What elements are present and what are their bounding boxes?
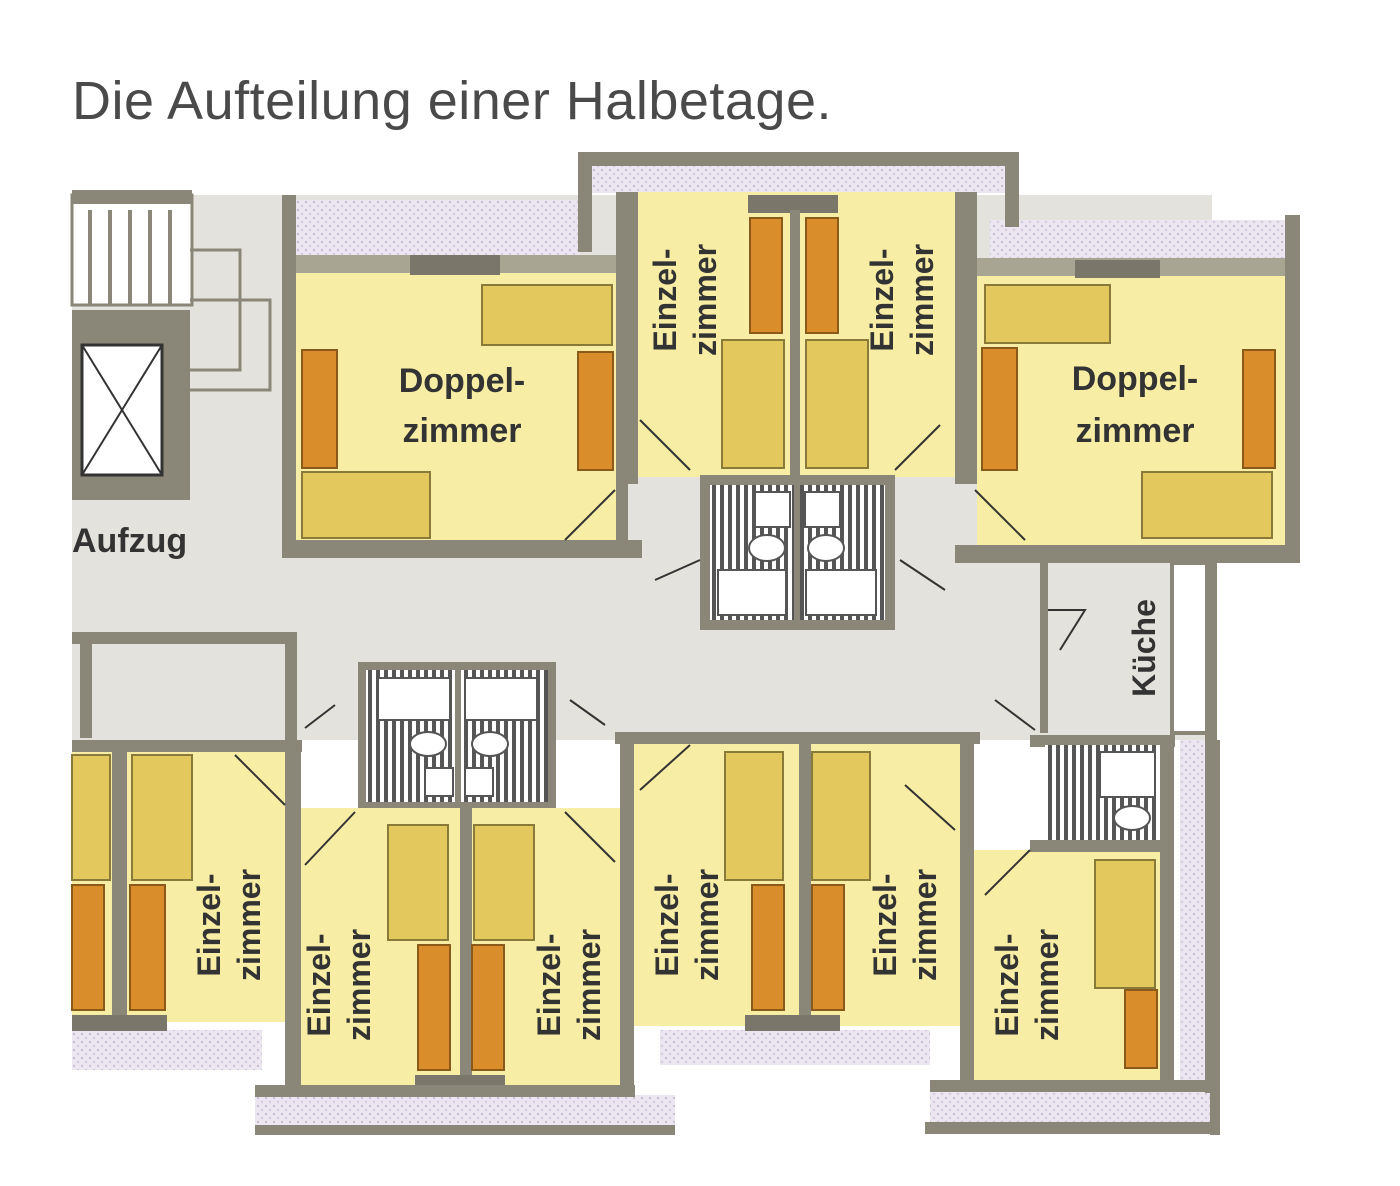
label-einzelzimmer-bottom-1: Einzel- zimmer (191, 869, 267, 981)
label-doppelzimmer-right: Doppel- zimmer (1072, 360, 1199, 450)
label-einzelzimmer-bottom-2: Einzel- zimmer (301, 929, 377, 1041)
label-einzelzimmer-bottom-5: Einzel- zimmer (867, 869, 943, 981)
label-einzelzimmer-top-1-line1: Einzel- (647, 248, 683, 351)
label-einzelzimmer-bottom-5-line2: zimmer (907, 869, 943, 981)
room-doppelzimmer-right (955, 215, 1300, 563)
label-einzelzimmer-bottom-3-line2: zimmer (571, 929, 607, 1041)
room-einzelzimmer-bottom-3 (615, 732, 980, 1090)
label-einzelzimmer-bottom-4-line2: zimmer (689, 869, 725, 981)
bathroom-top (654, 475, 946, 630)
label-einzelzimmer-bottom-1-line1: Einzel- (191, 873, 227, 976)
window-strip-bottom-mid (660, 1030, 930, 1065)
label-einzelzimmer-bottom-3: Einzel- zimmer (531, 929, 607, 1041)
room-einzelzimmer-bottom-4 (925, 699, 1220, 1135)
label-einzelzimmer-bottom-1-line2: zimmer (231, 869, 267, 981)
stairwell (70, 190, 272, 392)
room-einzelzimmer-bottom-1 (71, 740, 302, 1095)
window-strip-bottom-left (72, 1030, 262, 1070)
label-kueche-text: Küche (1126, 599, 1162, 697)
elevator (72, 310, 190, 500)
label-doppelzimmer-right-line2: zimmer (1075, 412, 1194, 450)
label-einzelzimmer-top-1: Einzel- zimmer (647, 244, 723, 356)
storage-left (72, 632, 297, 742)
room-einzelzimmer-top-center (578, 152, 1019, 484)
label-einzelzimmer-bottom-6: Einzel- zimmer (989, 929, 1065, 1041)
page-title: Die Aufteilung einer Halbetage. (72, 71, 833, 131)
room-einzelzimmer-bottom-2 (255, 740, 675, 1135)
window-strip-top-left (290, 200, 580, 255)
label-einzelzimmer-bottom-6-line2: zimmer (1029, 929, 1065, 1041)
label-einzelzimmer-top-1-line2: zimmer (687, 244, 723, 356)
label-einzelzimmer-bottom-4: Einzel- zimmer (649, 869, 725, 981)
label-doppelzimmer-left: Doppel- zimmer (399, 362, 526, 450)
window-strip-bottom-center (255, 1095, 675, 1125)
bathroom-bottom (304, 662, 606, 810)
label-einzelzimmer-top-2-line2: zimmer (904, 244, 940, 356)
label-doppelzimmer-left-line1: Doppel- (399, 362, 526, 400)
label-einzelzimmer-top-2: Einzel- zimmer (864, 244, 940, 356)
label-doppelzimmer-right-line1: Doppel- (1072, 360, 1199, 398)
label-einzelzimmer-top-2-line1: Einzel- (864, 248, 900, 351)
window-strip-top-right (990, 220, 1290, 262)
label-einzelzimmer-bottom-5-line1: Einzel- (867, 873, 903, 976)
label-aufzug: Aufzug (72, 522, 187, 560)
label-doppelzimmer-left-line2: zimmer (402, 412, 521, 450)
label-einzelzimmer-bottom-4-line1: Einzel- (649, 873, 685, 976)
label-kueche: Küche (1126, 599, 1162, 697)
room-doppelzimmer-left (282, 195, 642, 558)
label-einzelzimmer-bottom-2-line2: zimmer (341, 929, 377, 1041)
label-einzelzimmer-bottom-3-line1: Einzel- (531, 933, 567, 1036)
label-einzelzimmer-bottom-6-line1: Einzel- (989, 933, 1025, 1036)
label-einzelzimmer-bottom-2-line1: Einzel- (301, 933, 337, 1036)
